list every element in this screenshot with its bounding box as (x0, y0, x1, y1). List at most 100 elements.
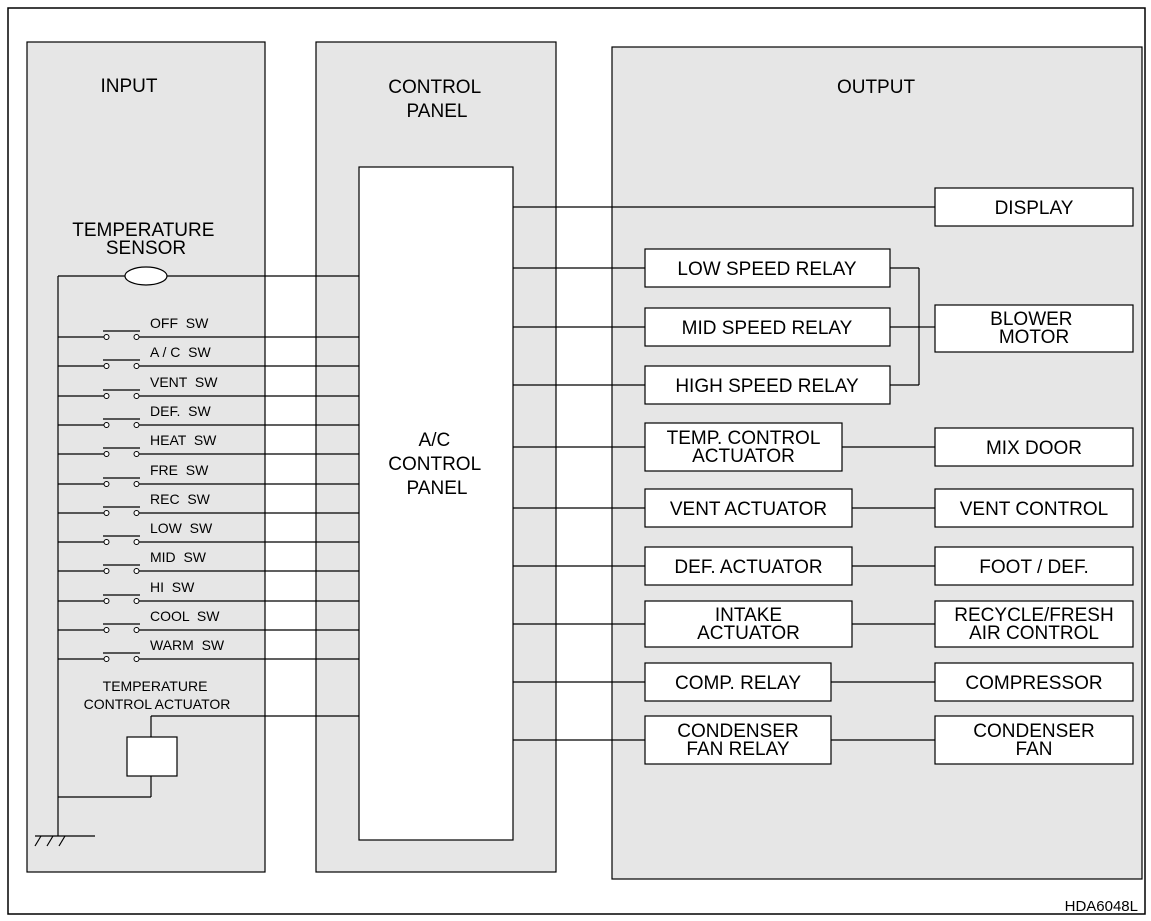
output-actuator-label: TEMP. CONTROL (667, 428, 821, 449)
output-actuator-label: FAN RELAY (686, 739, 789, 760)
switch-contact-left (103, 334, 110, 340)
switch-contact-right (133, 451, 140, 457)
output-device-label: RECYCLE/FRESH (954, 605, 1113, 626)
ac-control-panel-label-line1: A/C (419, 430, 451, 451)
output-actuator-box (644, 546, 853, 586)
switch-contact-left (103, 451, 110, 457)
input-panel (26, 41, 266, 873)
output-actuator-label: VENT ACTUATOR (670, 499, 827, 520)
switch-contact-right (133, 627, 140, 633)
switch-label: VENT SW (150, 374, 218, 390)
relay-label: HIGH SPEED RELAY (675, 376, 859, 397)
switch-contact-left (103, 627, 110, 633)
switch-contact-right (133, 568, 140, 574)
switch-label: OFF SW (150, 315, 209, 331)
ac-control-panel-box (358, 166, 514, 841)
switch-contact-left (103, 656, 110, 662)
switch-contact-left (103, 598, 110, 604)
switch-label: DEF. SW (150, 403, 211, 419)
output-section-title: OUTPUT (837, 77, 916, 98)
switch-label: FRE SW (150, 462, 209, 478)
switch-contact-left (103, 393, 110, 399)
switch-contact-left (103, 568, 110, 574)
output-actuator-box (644, 422, 843, 472)
output-device-label: VENT CONTROL (960, 499, 1109, 520)
temperature-sensor-label-line2: SENSOR (106, 238, 186, 259)
svg-text:BLOWER MOTOR: BLOWER MOTOR (990, 309, 1078, 348)
svg-text:CONTROL PANEL: CONTROL PANEL (388, 77, 485, 122)
output-device-label: CONDENSER (973, 721, 1094, 742)
output-device-label: MIX DOOR (986, 438, 1082, 459)
output-actuator-label: INTAKE (715, 605, 782, 626)
switch-contact-left (103, 510, 110, 516)
output-device-box (934, 427, 1134, 467)
switch-contact-left (103, 539, 110, 545)
switch-label: WARM SW (150, 637, 225, 653)
relay-label: MID SPEED RELAY (682, 318, 853, 339)
output-actuator-box (644, 715, 832, 765)
relay-label: LOW SPEED RELAY (677, 259, 856, 280)
output-device-label: COMPRESSOR (965, 673, 1102, 694)
switch-contact-right (133, 393, 140, 399)
switch-contact-right (133, 598, 140, 604)
ac-control-panel-label-line3: PANEL (407, 478, 468, 499)
temperature-sensor-label-line1: TEMPERATURE (72, 220, 214, 241)
switch-label: LOW SW (150, 520, 213, 536)
output-actuator-label: COMP. RELAY (675, 673, 801, 694)
svg-text:TEMPERATURE CONTROL ACTUAT: TEMPERATURE CONTROL ACTUATOR (84, 678, 231, 712)
switch-contact-left (103, 481, 110, 487)
switch-contact-right (133, 422, 140, 428)
display-label: DISPLAY (995, 198, 1074, 219)
output-actuator-box (644, 488, 853, 528)
output-actuator-label: ACTUATOR (692, 446, 795, 467)
switch-label: COOL SW (150, 608, 220, 624)
switch-contact-left (103, 422, 110, 428)
output-device-box (934, 600, 1134, 648)
switch-contact-right (133, 334, 140, 340)
control-section-title-line2: PANEL (407, 101, 468, 122)
switch-contact-right (133, 510, 140, 516)
output-device-box (934, 715, 1134, 765)
control-section-title-line1: CONTROL (388, 77, 480, 98)
output-actuator-box (644, 600, 853, 648)
relay-box (644, 365, 891, 405)
output-actuator-label: DEF. ACTUATOR (674, 557, 822, 578)
output-actuator-label: ACTUATOR (697, 623, 800, 644)
blower-motor-label-line1: BLOWER (990, 309, 1072, 330)
temp-control-actuator-symbol (126, 736, 178, 777)
switch-label: HI SW (150, 579, 195, 595)
blower-motor-label-line2: MOTOR (999, 327, 1069, 348)
blower-motor-box (934, 304, 1134, 353)
switch-label: MID SW (150, 549, 207, 565)
temp-control-actuator-label-line2: CONTROL ACTUATOR (84, 696, 231, 712)
svg-text:TEMPERATURE SENSOR: TEMPERATURE SENSOR (72, 220, 219, 259)
output-device-box (934, 546, 1134, 586)
display-box (934, 187, 1134, 227)
temp-control-actuator-label-line1: TEMPERATURE (103, 678, 208, 694)
switch-label: REC SW (150, 491, 211, 507)
ground-icon (34, 835, 95, 847)
diagram-code: HDA6048L (1065, 898, 1138, 915)
ac-control-panel-label-line2: CONTROL (388, 454, 480, 475)
temperature-sensor-symbol (124, 266, 168, 286)
output-device-label: AIR CONTROL (969, 623, 1099, 644)
input-section-title: INPUT (101, 76, 158, 97)
output-actuator-box (644, 662, 832, 702)
switch-contact-right (133, 539, 140, 545)
switch-contact-right (133, 656, 140, 662)
switch-label: HEAT SW (150, 432, 217, 448)
relay-box (644, 307, 891, 347)
switch-contact-right (133, 363, 140, 369)
svg-text:A/C CONTROL PANEL: A/C CONTROL PANEL (388, 430, 485, 499)
output-actuator-label: CONDENSER (677, 721, 798, 742)
switch-label: A / C SW (150, 344, 211, 360)
output-device-label: FAN (1016, 739, 1053, 760)
output-device-label: FOOT / DEF. (979, 557, 1088, 578)
outer-frame (7, 7, 1146, 915)
switch-contact-right (133, 481, 140, 487)
relay-box (644, 248, 891, 288)
switch-contact-left (103, 363, 110, 369)
output-device-box (934, 488, 1134, 528)
output-device-box (934, 662, 1134, 702)
